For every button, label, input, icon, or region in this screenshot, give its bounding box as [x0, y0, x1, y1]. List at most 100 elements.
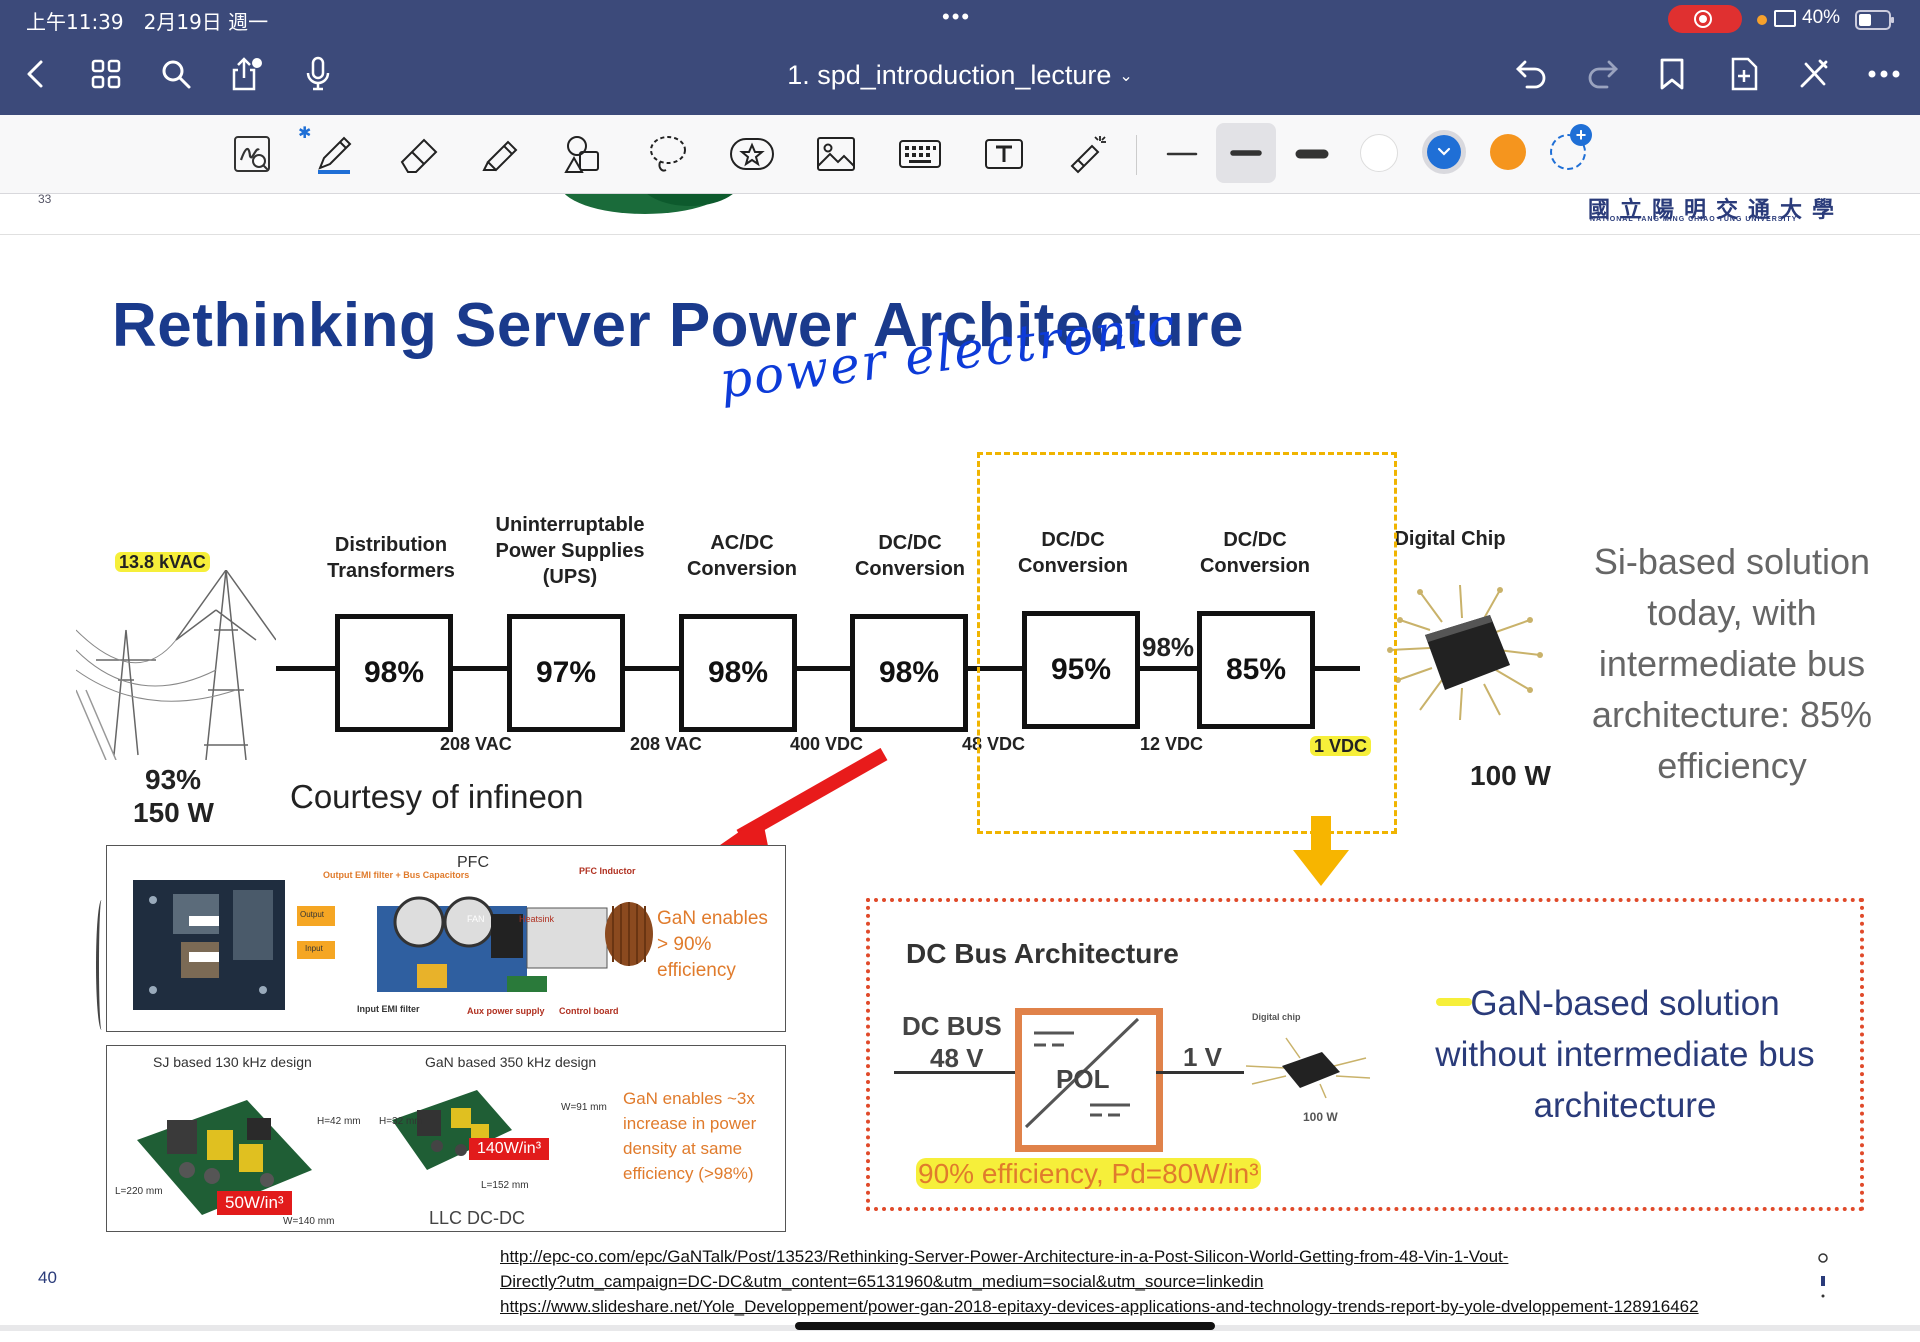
stage-label-dcdc-2: DC/DC Conversion	[1017, 529, 1129, 577]
si-based-description: Si-based solution today, with intermedia…	[1591, 541, 1873, 786]
image-icon[interactable]	[810, 131, 862, 177]
chevron-down-icon: ⌄	[1119, 68, 1133, 85]
pfc-inductor-label: PFC Inductor	[579, 866, 636, 876]
llc-dcdc-label: LLC DC-DC	[429, 1208, 526, 1228]
pol-label: POL	[1056, 1064, 1110, 1094]
university-logo-en: NATIONAL YANG MING CHIAO TUNG UNIVERSITY	[1590, 216, 1798, 223]
down-arrow-icon	[1293, 816, 1349, 886]
previous-page-number: 33	[38, 194, 52, 206]
lasso-icon[interactable]	[642, 131, 694, 177]
power-lines-illustration	[75, 568, 277, 761]
stroke-thick-icon[interactable]	[1286, 131, 1338, 177]
color-orange-swatch[interactable]	[1490, 134, 1526, 170]
power-chain-line	[276, 666, 1360, 671]
plus-icon: +	[1570, 124, 1592, 146]
heatsink-label: Heatsink	[519, 914, 555, 924]
drawing-toolbar: ✱	[0, 115, 1920, 194]
dc-bus-title: DC Bus Architecture	[906, 938, 1179, 969]
top-bar: 上午11:39 2月19日 週一 ••• 40% 1. spd_introduc…	[0, 0, 1920, 115]
gan-based-description: GaN-based solution without intermediate …	[1435, 984, 1815, 1125]
laser-pointer-icon[interactable]	[1062, 131, 1114, 177]
multitask-dots[interactable]: •••	[942, 4, 972, 29]
fan-label: FAN	[467, 914, 485, 924]
dim-sj-height: H=42 mm	[317, 1116, 361, 1127]
highlight-mark	[1436, 998, 1472, 1006]
dc-bus-text: DC BUS	[902, 1011, 1002, 1041]
eff-box-dcdc-3: 85%	[1197, 611, 1315, 729]
shapes-icon[interactable]	[558, 131, 610, 177]
voltage-label-5: 12 VDC	[1140, 734, 1204, 754]
output-arrow-icon	[297, 906, 335, 926]
hide-toolbar-icon[interactable]	[1794, 54, 1834, 94]
input-arrow-icon	[297, 941, 335, 959]
redo-icon[interactable]	[1582, 54, 1622, 94]
stage-label-acdc: AC/DC Conversion	[686, 532, 798, 580]
reference-link-1-cont[interactable]: Directly?utm_campaign=DC-DC&utm_content=…	[500, 1272, 1264, 1291]
pfc-gan-note: GaN enables > 90% efficiency	[657, 908, 768, 981]
add-page-icon[interactable]	[1724, 54, 1764, 94]
dc-bus-label: DC BUS 48 V	[902, 1010, 1002, 1074]
color-white-swatch[interactable]	[1360, 134, 1398, 172]
digital-chip-illustration	[1380, 580, 1550, 730]
stroke-thin-icon[interactable]	[1156, 131, 1208, 177]
pfc-board-panel: PFC Output EMI filter + Bus Capacitors P…	[106, 845, 786, 1032]
search-icon[interactable]	[156, 54, 196, 94]
dim-sj-length: L=220 mm	[115, 1186, 163, 1197]
document-title-text: 1. spd_introduction_lecture	[787, 60, 1112, 90]
pen-icon[interactable]	[308, 131, 360, 177]
grid-view-icon[interactable]	[86, 54, 126, 94]
dim-sj-width: W=140 mm	[283, 1216, 335, 1227]
page-curl-edge	[96, 900, 107, 1030]
bus-input-line	[894, 1071, 1015, 1074]
color-blue-swatch-selected[interactable]	[1422, 130, 1466, 174]
pfc-label: PFC	[457, 854, 489, 871]
stage-label-dcdc-1: DC/DC Conversion	[854, 532, 966, 580]
sticker-icon[interactable]	[726, 131, 778, 177]
dc-bus-efficiency: 90% efficiency, Pd=80W/in³	[916, 1158, 1261, 1189]
eraser-icon[interactable]	[392, 131, 444, 177]
dim-gan-height: H=32 mm	[379, 1116, 423, 1127]
reference-link-1[interactable]: http://epc-co.com/epc/GaNTalk/Post/13523…	[500, 1247, 1509, 1266]
dc-bus-voltage: 48 V	[930, 1043, 984, 1073]
bluetooth-icon: ✱	[298, 125, 312, 142]
pol-chip-illustration	[1245, 1028, 1376, 1108]
keyboard-icon[interactable]	[894, 131, 946, 177]
document-title[interactable]: 1. spd_introduction_lecture ⌄	[0, 60, 1920, 91]
screen-record-indicator[interactable]	[1668, 5, 1742, 33]
microphone-icon[interactable]	[298, 54, 338, 94]
eff-box-ups: 97%	[507, 614, 625, 732]
back-icon[interactable]	[16, 54, 56, 94]
zoom-window-icon[interactable]	[226, 131, 278, 177]
previous-page-tail: 33 國立陽明交通大學 NATIONAL YANG MING CHIAO TUN…	[0, 194, 1920, 235]
dc-bus-architecture-box	[866, 898, 1864, 1211]
eff-box-dcdc-1: 98%	[850, 614, 968, 732]
stroke-medium-icon[interactable]	[1216, 123, 1276, 183]
gan-board-photo	[387, 1080, 517, 1180]
control-board-label: Control board	[559, 1006, 619, 1016]
gan-density-badge: 140W/in³	[469, 1138, 550, 1160]
undo-icon[interactable]	[1512, 54, 1552, 94]
output-power: 100 W	[1470, 760, 1551, 791]
eff-box-dcdc-2: 95%	[1022, 611, 1140, 729]
red-arrow-icon	[710, 748, 888, 856]
text-box-icon[interactable]	[978, 131, 1030, 177]
share-icon[interactable]	[226, 54, 266, 94]
output-label: Output	[300, 910, 325, 919]
selected-check-icon	[1427, 135, 1461, 169]
university-logo-cn: 國立陽明交通大學	[1588, 197, 1845, 223]
input-label: Input	[305, 944, 323, 953]
more-options-icon[interactable]	[1864, 54, 1904, 94]
reference-link-2[interactable]: https://www.slideshare.net/Yole_Developp…	[500, 1297, 1699, 1316]
status-time: 上午11:39 2月19日 週一	[26, 10, 269, 34]
bookmark-icon[interactable]	[1652, 54, 1692, 94]
slide-title: Rethinking Server Power Architecture	[112, 291, 1245, 360]
toolbar-divider	[1136, 135, 1137, 175]
llc-board-panel: SJ based 130 kHz design GaN based 350 kH…	[106, 1045, 786, 1232]
output-voltage-label: 1 V	[1183, 1042, 1223, 1072]
home-indicator[interactable]	[795, 1322, 1215, 1330]
add-color-icon[interactable]: +	[1550, 124, 1592, 170]
highlighter-icon[interactable]	[474, 131, 526, 177]
stage-label-ups: Uninterruptable Power Supplies (UPS)	[495, 514, 645, 588]
voltage-label-3: 400 VDC	[790, 734, 864, 754]
pol-chip-label: Digital chip	[1252, 1012, 1301, 1022]
